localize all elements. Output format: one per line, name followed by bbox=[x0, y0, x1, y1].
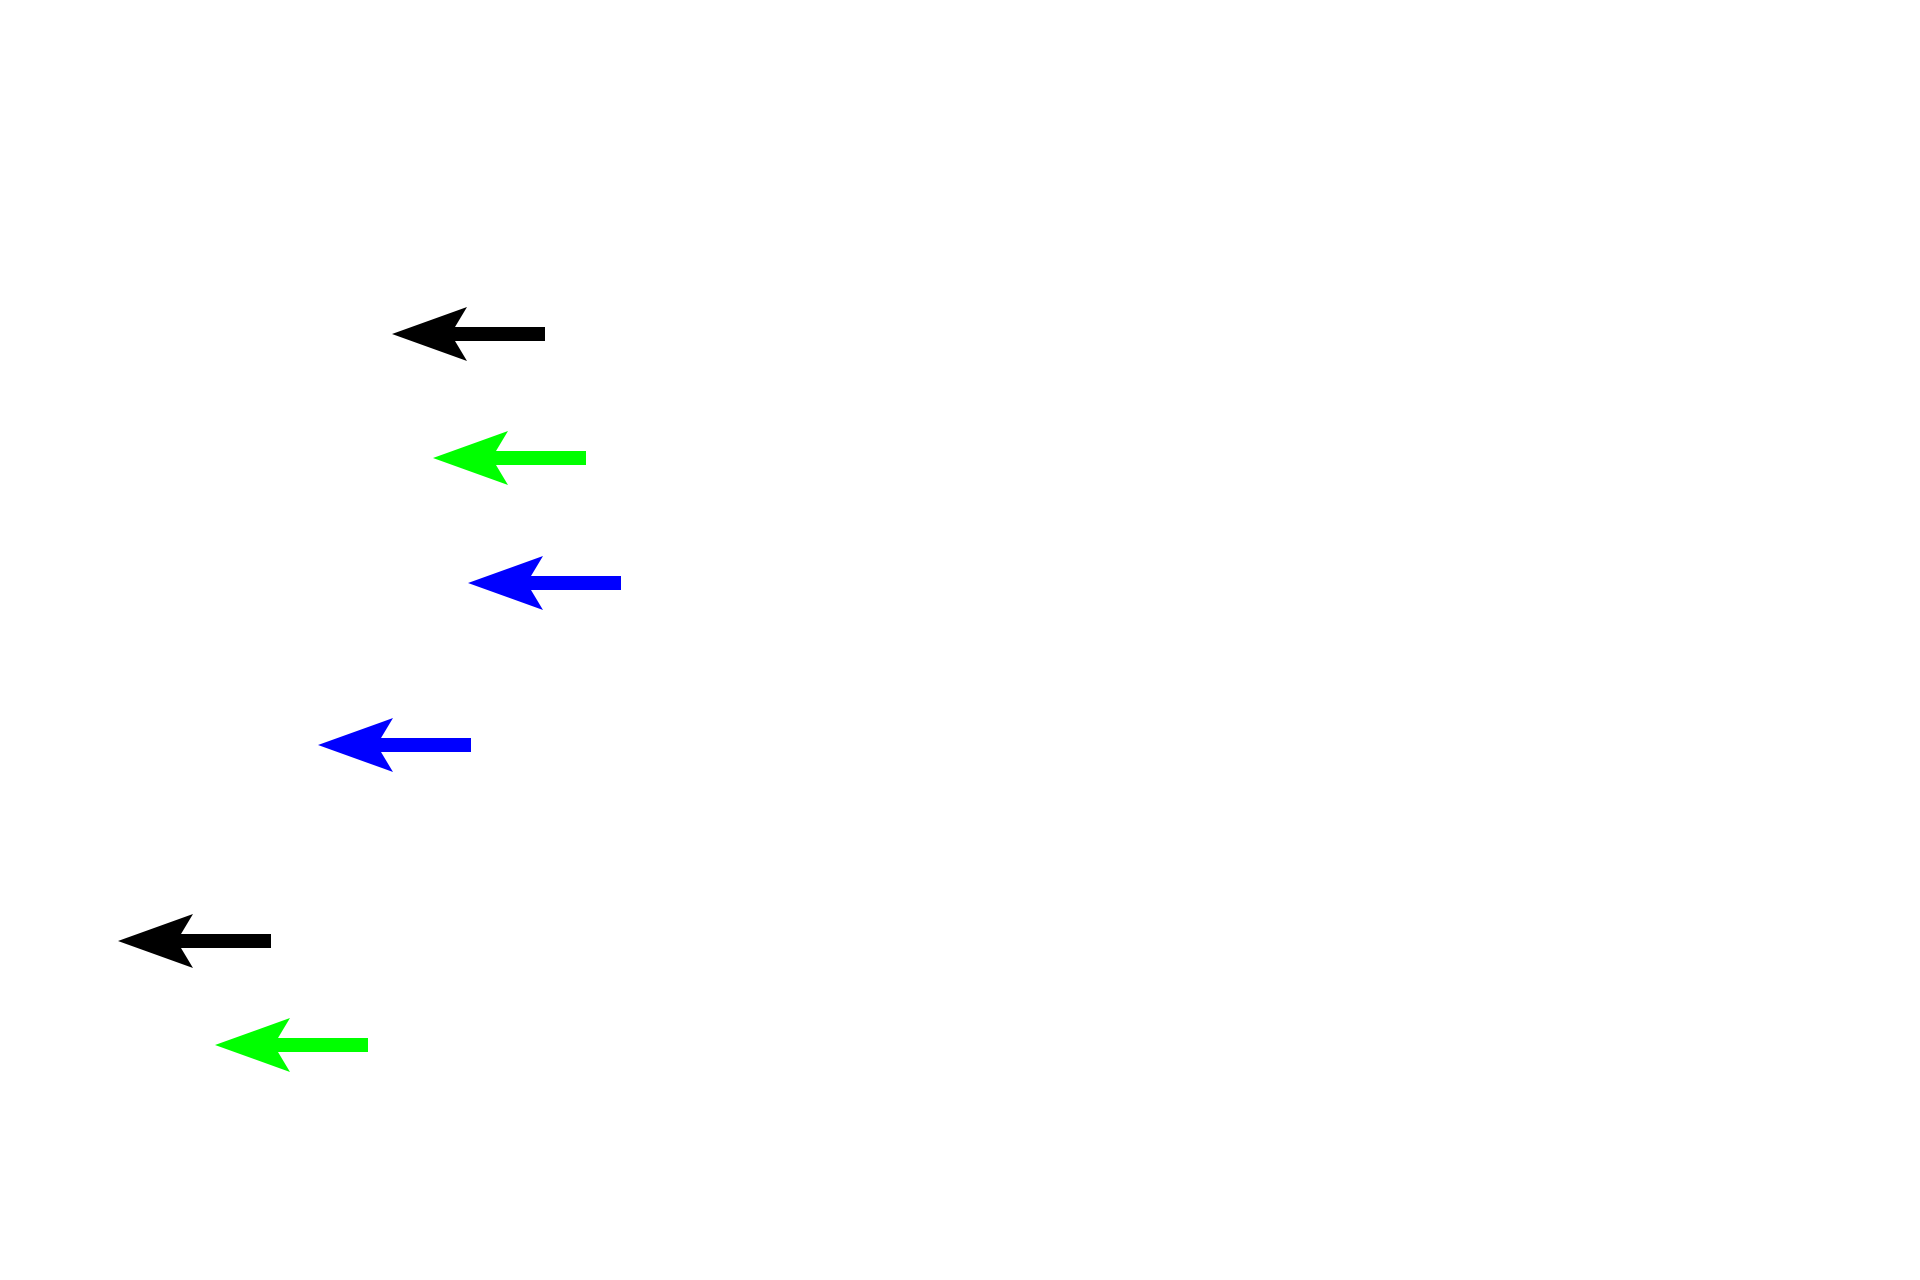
arrow-left-icon bbox=[392, 307, 545, 361]
arrow-left-icon bbox=[468, 556, 621, 610]
arrow-left-icon bbox=[318, 718, 471, 772]
arrow-left-icon bbox=[118, 914, 271, 968]
arrow-left-icon bbox=[433, 431, 586, 485]
arrow-left-icon bbox=[215, 1018, 368, 1072]
arrows-layer bbox=[118, 307, 621, 1072]
